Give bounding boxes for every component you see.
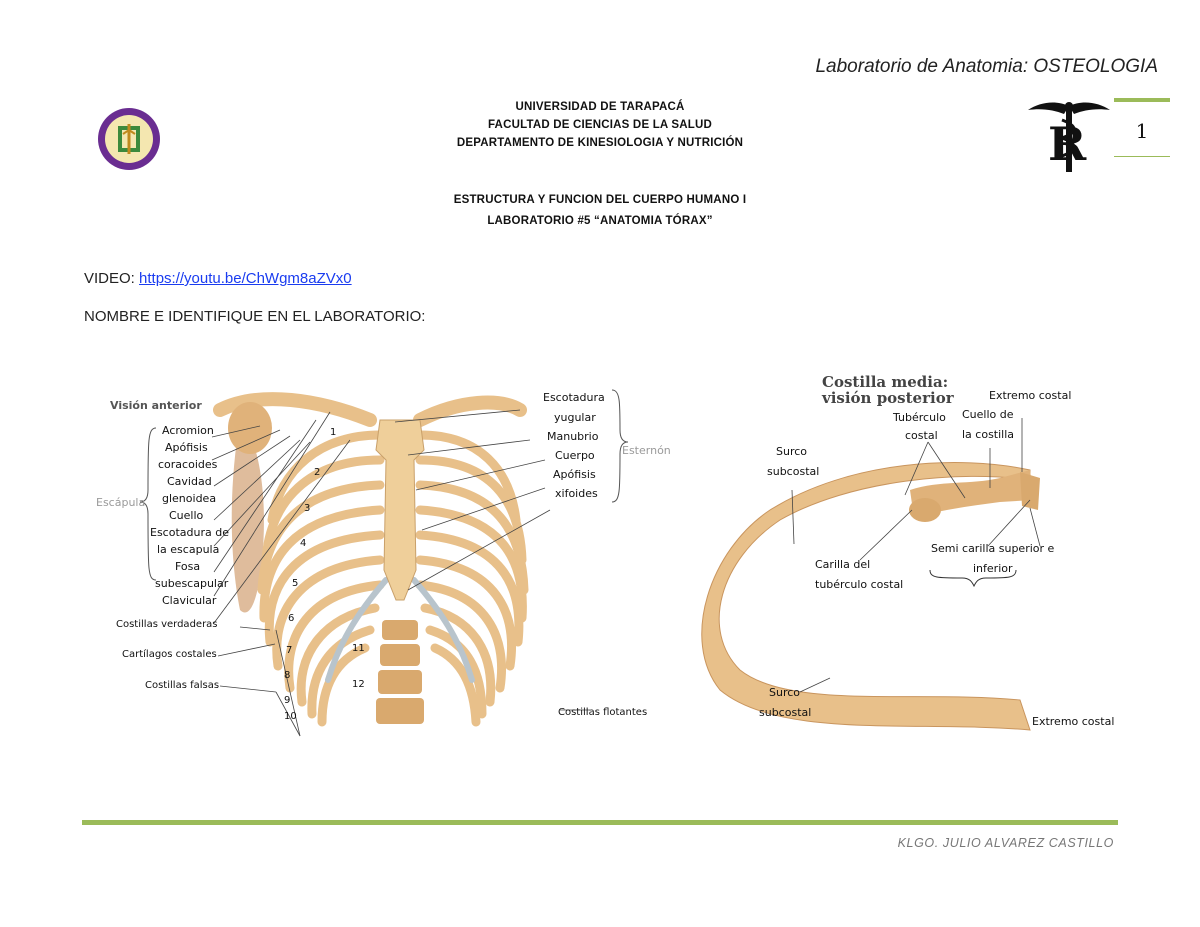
rib-number: 12 — [352, 679, 365, 690]
cartilagos-costales-label: Cartílagos costales — [122, 649, 217, 660]
scapula-label: Escotadura de — [150, 526, 229, 539]
rib-title-line1: Costilla media: — [822, 373, 949, 391]
sternum-label: xifoides — [555, 487, 598, 500]
costillas-verdaderas-label: Costillas verdaderas — [116, 619, 218, 630]
cuello-label-line1: Cuello de — [962, 408, 1014, 421]
rib-illustration — [701, 418, 1041, 731]
institution-line2: FACULTAD DE CIENCIAS DE LA SALUD — [487, 119, 713, 131]
tuberculo-label-line2: costal — [905, 429, 938, 442]
footer-author: KLGO. JULIO ALVAREZ CASTILLO — [897, 836, 1114, 850]
rib-number: 4 — [300, 538, 307, 549]
carilla-label-line2: tubérculo costal — [815, 578, 904, 591]
thorax-illustration — [139, 389, 629, 737]
video-link[interactable]: https://youtu.be/ChWgm8aZVx0 — [139, 270, 352, 287]
svg-text:R: R — [1048, 117, 1087, 171]
rib-number: 2 — [314, 467, 321, 478]
extremo-costal-bottom-label: Extremo costal — [1032, 715, 1115, 728]
sternum-label: Manubrio — [547, 430, 599, 443]
sternum-label: Escotadura — [543, 391, 605, 404]
surco-bottom-label-line2: subcostal — [759, 706, 812, 719]
institution-line3: DEPARTAMENTO DE KINESIOLOGIA Y NUTRICIÓN — [456, 137, 744, 149]
scapula-label: Acromion — [162, 424, 214, 437]
sternum-label: yugular — [554, 411, 596, 424]
institution-line1: UNIVERSIDAD DE TARAPACÁ — [515, 101, 685, 113]
cuello-label-line2: la costilla — [962, 428, 1015, 441]
running-title: Laboratorio de Anatomia: OSTEOLOGIA — [815, 56, 1158, 77]
surco-top-label-line1: Surco — [776, 445, 808, 458]
scapula-label: Clavicular — [162, 594, 217, 607]
escapula-group-label: Escápula — [96, 496, 146, 509]
rib-number: 10 — [284, 711, 297, 722]
sternum-label: Cuerpo — [555, 449, 595, 462]
scapula-label: Fosa — [175, 560, 201, 573]
rib-figure — [700, 360, 1130, 760]
kinesiology-logo: R — [1026, 98, 1112, 176]
rib-number: 11 — [352, 643, 365, 654]
costillas-flotantes-label: Costillas flotantes — [558, 707, 648, 718]
carilla-label-line1: Carilla del — [815, 558, 871, 571]
page-number: 1 — [1114, 98, 1170, 157]
costillas-falsas-label: Costillas falsas — [145, 680, 220, 691]
lab-title: LABORATORIO #5 “ANATOMIA TÓRAX” — [487, 215, 713, 227]
scapula-label: Apófisis — [165, 441, 208, 454]
thorax-figure: 1 2 3 4 5 6 7 8 9 10 11 12 — [90, 380, 650, 750]
rib-number: 6 — [288, 613, 295, 624]
rib-number: 3 — [304, 503, 311, 514]
scapula-label: glenoidea — [162, 492, 217, 505]
instruction-text: NOMBRE E IDENTIFIQUE EN EL LABORATORIO: — [84, 308, 426, 325]
surco-top-label-line2: subcostal — [767, 465, 820, 478]
rib-number: 8 — [284, 670, 291, 681]
video-label: VIDEO: — [84, 270, 140, 287]
scapula-label: coracoides — [158, 458, 218, 471]
view-title: Visión anterior — [110, 399, 202, 412]
course-title: ESTRUCTURA Y FUNCION DEL CUERPO HUMANO I — [453, 194, 747, 206]
semi-carilla-label-line2: inferior — [973, 562, 1013, 575]
rib-number: 1 — [330, 427, 337, 438]
extremo-costal-top-label: Extremo costal — [989, 389, 1072, 402]
sternum-label: Apófisis — [553, 468, 596, 481]
university-logo — [96, 106, 162, 172]
surco-bottom-label-line1: Surco — [769, 686, 801, 699]
semi-carilla-label-line1: Semi carilla superior e — [931, 542, 1055, 555]
rib-number: 9 — [284, 695, 291, 706]
scapula-label: subescapular — [155, 577, 229, 590]
footer-rule — [82, 820, 1118, 825]
rib-title-line2: visión posterior — [822, 389, 954, 407]
esternon-group-label: Esternón — [622, 444, 671, 457]
rib-number: 5 — [292, 578, 299, 589]
scapula-label: la escapula — [157, 543, 220, 556]
tuberculo-label-line1: Tubérculo — [893, 411, 946, 424]
scapula-label: Cavidad — [167, 475, 212, 488]
scapula-label: Cuello — [169, 509, 204, 522]
video-line: VIDEO: https://youtu.be/ChWgm8aZVx0 — [84, 270, 352, 287]
rib-number: 7 — [286, 645, 293, 656]
